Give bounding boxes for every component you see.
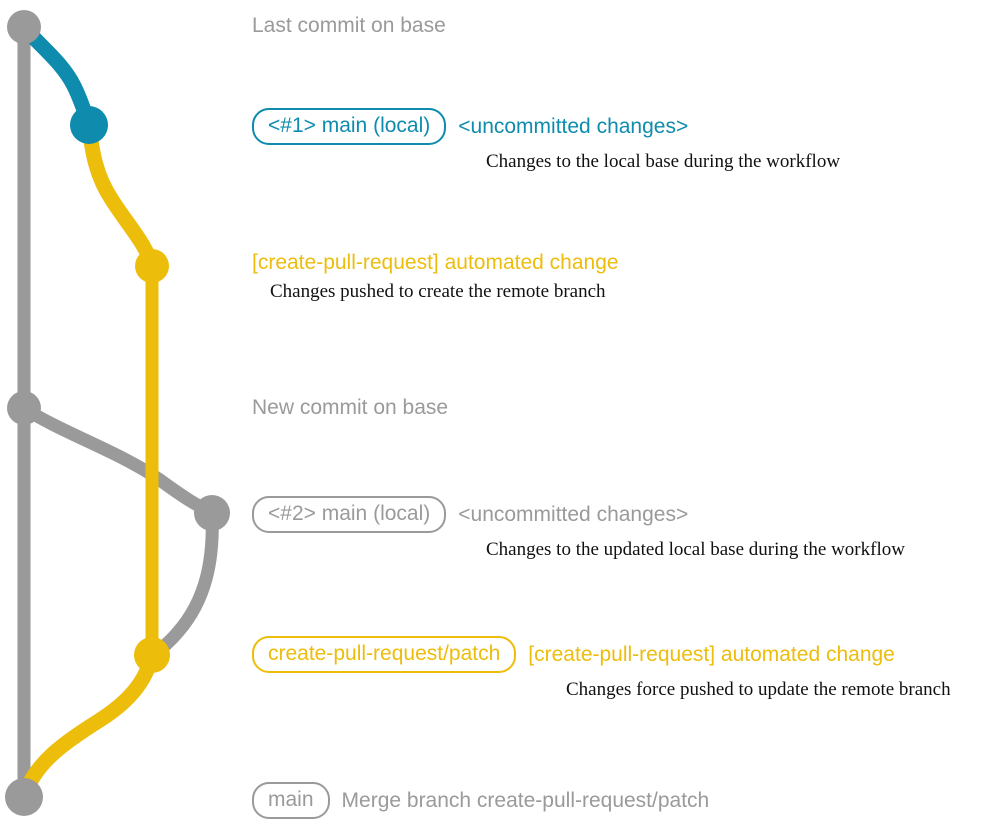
commit-node-last-commit-on-base[interactable] — [7, 10, 41, 44]
ref-badge-create-pull-request-patch[interactable]: create-pull-request/patch — [252, 636, 517, 673]
commit-subject: <uncommitted changes> — [458, 502, 689, 526]
commit-node-local-uncommitted-1[interactable] — [70, 106, 108, 144]
commit-node-new-commit-on-base[interactable] — [7, 391, 41, 425]
commit-body: Changes force pushed to update the remot… — [566, 679, 951, 700]
commit-entry-new-commit-on-base: New commit on base — [252, 396, 448, 420]
commit-entry-automated-change-1: [create-pull-request] automated change C… — [252, 251, 619, 303]
commit-entry-row: create-pull-request/patch [create-pull-r… — [252, 636, 951, 673]
commit-entry-local-uncommitted-2: <#2> main (local) <uncommitted changes> … — [252, 496, 905, 561]
ref-badge-main-local-2[interactable]: <#2> main (local) — [252, 496, 447, 533]
commit-node-automated-change-1[interactable] — [135, 249, 169, 283]
commit-node-local-uncommitted-2[interactable] — [194, 495, 230, 531]
commit-entry-row: <#2> main (local) <uncommitted changes> — [252, 496, 905, 533]
commit-subject: Merge branch create-pull-request/patch — [341, 788, 710, 812]
commit-entry-last-commit-on-base: Last commit on base — [252, 14, 446, 38]
commit-subject: [create-pull-request] automated change — [528, 642, 895, 666]
commit-entry-automated-change-2: create-pull-request/patch [create-pull-r… — [252, 636, 951, 701]
commit-entry-merge-commit: main Merge branch create-pull-request/pa… — [252, 782, 709, 819]
commit-entry-row: main Merge branch create-pull-request/pa… — [252, 782, 709, 819]
commit-entry-row: New commit on base — [252, 396, 448, 420]
commit-entry-row: Last commit on base — [252, 14, 446, 38]
ref-badge-main-local-1[interactable]: <#1> main (local) — [252, 108, 447, 145]
commit-node-automated-change-2[interactable] — [134, 637, 170, 673]
ref-badge-main[interactable]: main — [252, 782, 330, 819]
commit-entry-row: [create-pull-request] automated change — [252, 251, 619, 275]
commit-entry-local-uncommitted-1: <#1> main (local) <uncommitted changes> … — [252, 108, 840, 173]
commit-body: Changes pushed to create the remote bran… — [270, 281, 606, 302]
commit-body: Changes to the updated local base during… — [486, 539, 905, 560]
branch-line-patch-merge — [16, 647, 160, 805]
commit-entry-row: <#1> main (local) <uncommitted changes> — [252, 108, 840, 145]
branch-line-patch-upper — [81, 117, 160, 274]
commit-subject: Last commit on base — [252, 14, 446, 37]
commit-body: Changes to the local base during the wor… — [486, 151, 841, 172]
commit-subject: New commit on base — [252, 396, 449, 419]
commit-subject: <uncommitted changes> — [458, 114, 689, 138]
branch-line-merge — [17, 401, 219, 520]
commit-subject: [create-pull-request] automated change — [252, 251, 619, 274]
commit-node-merge-commit[interactable] — [5, 778, 43, 816]
